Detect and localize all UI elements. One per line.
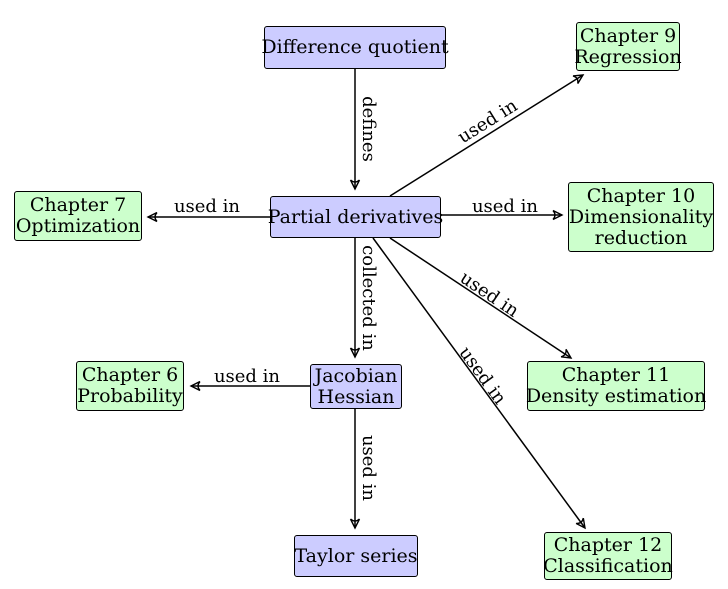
node-label-line: Difference quotient — [261, 36, 449, 58]
node-label-line: Partial derivatives — [267, 205, 444, 228]
node-partial-derivatives: Partial derivatives — [267, 196, 444, 238]
edge-arrow — [389, 237, 573, 359]
node-difference-quotient: Difference quotient — [261, 26, 449, 69]
node-label-line: Taylor series — [294, 544, 418, 567]
node-label-line: Chapter 11 — [561, 364, 671, 386]
node-label-line: Optimization — [15, 215, 141, 237]
edge-label: used in — [358, 435, 379, 501]
edge-label: used in — [454, 343, 510, 409]
node-label-line: Regression — [574, 45, 682, 68]
node-label-line: Classification — [543, 555, 673, 577]
node-label-line: Jacobian — [314, 364, 398, 387]
edge-label: collected in — [358, 245, 379, 351]
edge-label: used in — [456, 267, 523, 322]
edge-label: used in — [214, 366, 280, 387]
node-label-line: Chapter 6 — [81, 364, 179, 386]
edge-label: used in — [454, 95, 522, 148]
node-label-line: Hessian — [317, 385, 395, 408]
edge-label: used in — [472, 196, 538, 217]
node-label-line: Chapter 10 — [586, 184, 696, 207]
node-label-line: Chapter 9 — [579, 24, 677, 47]
node-label-line: Density estimation — [525, 385, 707, 407]
node-label-line: Chapter 7 — [29, 194, 127, 216]
edge-arrow — [372, 237, 586, 530]
node-label-line: Probability — [77, 385, 183, 407]
node-taylor-series: Taylor series — [294, 535, 418, 577]
edge-arrow — [389, 74, 585, 197]
node-label-line: Chapter 12 — [553, 534, 663, 556]
edge-label: defines — [358, 96, 379, 162]
edge-label: used in — [174, 196, 240, 217]
node-label-line: Dimensionality — [568, 205, 714, 228]
node-label-line: reduction — [594, 226, 688, 249]
